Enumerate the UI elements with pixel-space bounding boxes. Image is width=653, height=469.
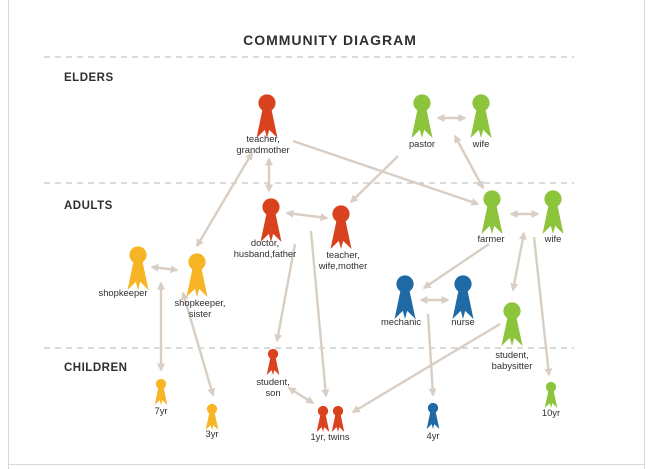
label-twins: 1yr, twins (310, 431, 349, 442)
frame-right-border (644, 0, 645, 469)
relationship-arrow-3 (292, 139, 480, 206)
label-shopkeeper-sister: shopkeeper,sister (174, 297, 225, 319)
label-child-10yr: 10yr (542, 407, 560, 418)
person-icon-child-10yr (544, 381, 558, 408)
relationship-arrow-9 (422, 243, 490, 289)
label-nurse: nurse (451, 316, 474, 327)
person-icon-twins-b (331, 405, 345, 432)
relationship-arrow-6 (195, 151, 254, 248)
section-label-adults: ADULTS (64, 200, 113, 212)
relationship-arrow-16 (180, 291, 216, 397)
label-child-7yr: 7yr (154, 405, 167, 416)
person-icon-pastor (411, 94, 433, 138)
person-icon-elder-wife (470, 94, 492, 138)
relationship-arrow-13 (426, 313, 437, 397)
relationship-arrow-7 (285, 209, 329, 222)
frame-bottom-border (8, 464, 645, 465)
frame-left-border (8, 0, 9, 469)
label-child-4yr: 4yr (426, 430, 439, 441)
person-icon-child-3yr (205, 403, 219, 430)
people-figures (127, 94, 564, 432)
label-mechanic: mechanic (381, 316, 421, 327)
relationship-arrows (150, 114, 553, 414)
diagram-title: COMMUNITY DIAGRAM (243, 32, 417, 48)
relationship-arrow-4 (349, 155, 399, 204)
section-label-elders: ELDERS (64, 72, 114, 84)
label-teacher-grandmother: teacher,grandmother (236, 133, 289, 155)
person-icon-farmer (481, 190, 503, 234)
person-icon-child-4yr (426, 402, 440, 429)
relationship-arrow-2 (453, 134, 485, 190)
label-babysitter: student,babysitter (492, 349, 533, 371)
relationship-arrow-11 (532, 236, 553, 377)
label-farmer: farmer (477, 233, 504, 244)
relationship-arrow-18 (309, 230, 330, 398)
person-icon-twins-a (316, 405, 330, 432)
label-pastor: pastor (409, 138, 435, 149)
label-elder-wife: wife (472, 138, 490, 149)
person-icon-student-son (266, 348, 280, 375)
relationship-arrow-20 (351, 322, 501, 414)
person-icon-shopkeeper-sister (186, 253, 208, 297)
person-icon-teacher-grandmother (256, 94, 278, 138)
people-labels: teacher,grandmother pastor wife doctor,husb… (99, 133, 562, 442)
section-label-children: CHILDREN (64, 362, 127, 374)
label-adult-wife: wife (544, 233, 562, 244)
relationship-arrow-10 (510, 231, 527, 292)
relationship-arrow-14 (150, 263, 179, 274)
person-icon-shopkeeper (127, 246, 149, 290)
label-doctor: doctor,husband,father (234, 237, 297, 259)
label-student-son: student,son (256, 376, 289, 398)
label-teacher-mother: teacher,wife,mother (318, 249, 367, 271)
label-shopkeeper: shopkeeper (99, 287, 148, 298)
person-icon-child-7yr (154, 378, 168, 405)
person-icon-nurse (452, 275, 474, 319)
person-icon-adult-wife (542, 190, 564, 234)
person-icon-babysitter (501, 302, 523, 346)
relationship-arrow-17 (274, 243, 297, 343)
person-icon-teacher-mother (330, 205, 352, 249)
relationship-arrow-19 (287, 386, 315, 405)
label-child-3yr: 3yr (205, 428, 218, 439)
person-icon-mechanic (394, 275, 416, 319)
person-icon-doctor (260, 198, 282, 242)
